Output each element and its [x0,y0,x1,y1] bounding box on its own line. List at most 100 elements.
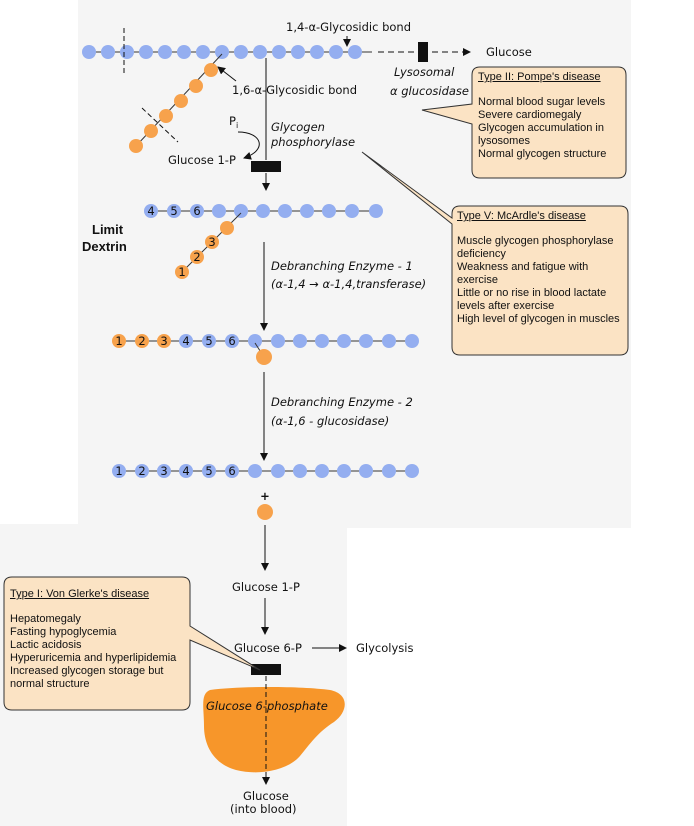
debranch1-sub-label: (α-1,4 → α-1,4,transferase) [271,277,426,291]
vongierke-item: Lactic acidosis [10,639,82,651]
numbered-residue [157,334,171,348]
residue-number: 1 [115,464,122,478]
glucose6p-label: Glucose 6-P [234,641,302,655]
glucose-residue [291,45,305,59]
pompe-item: Glycogen accumulation in lysosomes [478,122,604,147]
glucose-residue [293,464,307,478]
residue-number: 3 [160,334,167,348]
residue-number: 5 [205,334,212,348]
residue-number: 2 [138,334,145,348]
bond16-arrow [217,66,237,82]
glucose-residue [382,464,396,478]
top-branch [129,63,218,153]
mcardle-item: Weakness and fatigue with exercise [457,261,589,286]
residue-number: 5 [170,204,177,218]
pompe-callout-bubble [421,66,627,179]
glucose-residue [234,204,248,218]
glucose-residue [271,334,285,348]
pi-curve-arrow [237,131,260,160]
pompe-item: Severe cardiomegaly [478,109,582,121]
vongierke-callout: Type I: Von Glerke's disease Hepatomegal… [10,588,186,691]
residue-number: 2 [138,464,145,478]
glucose-residue [248,464,262,478]
glucose-residue [315,464,329,478]
glucose-residue [369,204,383,218]
numbered-residue [135,464,149,478]
glucose-residue [248,334,262,348]
residue-number: 6 [228,464,235,478]
numbered-residue [112,334,126,348]
residue-number: 5 [205,464,212,478]
branch-residue [204,63,218,77]
branch-dash-line [141,107,179,143]
mcardle-callout-bubble [361,151,629,356]
numbered-residue [202,334,216,348]
residue-number: 4 [182,334,189,348]
vongierke-item: Increased glycogen storage but normal st… [10,665,164,690]
residue-number: 1 [115,334,122,348]
glucose-residue [293,334,307,348]
glucose-residue [315,334,329,348]
branch-residue [129,139,143,153]
final-chain: 1 2 3 4 5 6 [112,464,419,478]
glucose-residue [177,45,191,59]
glucose-residue [272,45,286,59]
glucose-residue [101,45,115,59]
glucose-residue [322,204,336,218]
branch-residue [144,124,158,138]
mcardle-item: High level of glycogen in muscles [457,313,620,325]
residue-number: 2 [193,250,200,264]
numbered-residue [190,204,204,218]
free-glucose-residue [257,504,273,520]
glucose-residue [359,334,373,348]
glucose-residue [337,464,351,478]
residue-number: 1 [178,265,185,279]
numbered-residue [179,334,193,348]
numbered-residue [225,334,239,348]
glucose-residue [234,45,248,59]
pompe-item: Normal blood sugar levels [478,96,606,108]
glucose-top-label: Glucose [486,45,532,59]
residue-number: 4 [147,204,154,218]
phosphorylase-label: phosphorylase [270,135,355,149]
glucose-residue [120,45,134,59]
glucose-residue [310,45,324,59]
lysosomal-label: Lysosomal [394,65,455,79]
debranch2-sub-label: (α-1,6 - glucosidase) [271,414,389,428]
residue-number: 3 [160,464,167,478]
mcardle-title: Type V: McArdle's disease [457,210,586,222]
glucose-residue [196,45,210,59]
glucose-residue [82,45,96,59]
glucose-residue [405,334,419,348]
numbered-residue [144,204,158,218]
glucose-residue [158,45,172,59]
glucose-residue [405,464,419,478]
numbered-residue [225,464,239,478]
branch-residue [159,109,173,123]
glucose1p-top-label: Glucose 1-P [168,153,236,167]
numbered-residue [179,464,193,478]
mcardle-item: Little or no rise in blood lactate level… [457,287,607,312]
into-blood-label: (into blood) [230,802,297,816]
glucose-residue [139,45,153,59]
debranch2-label: Debranching Enzyme - 2 [271,395,413,409]
vongierke-title: Type I: Von Glerke's disease [10,588,150,600]
phosphorylase-block [251,161,281,172]
mcardle-item: Muscle glycogen phosphorylase deficiency [457,235,614,260]
numbered-residue [202,464,216,478]
glucose-residue [253,45,267,59]
glucose-residue [278,204,292,218]
glucose-residue [300,204,314,218]
pompe-callout: Type II: Pompe's disease Normal blood su… [478,71,624,161]
limit-label: Limit [92,222,124,237]
lysosomal-block [418,42,428,62]
glycolysis-label: Glycolysis [356,641,413,655]
glucose-residue [345,204,359,218]
plus-sign: + [260,489,270,503]
residue-number: 4 [182,464,189,478]
residue-number: 6 [228,334,235,348]
limit-dextrin-chain: 4 5 6 [144,204,383,218]
glucose-residue [337,334,351,348]
